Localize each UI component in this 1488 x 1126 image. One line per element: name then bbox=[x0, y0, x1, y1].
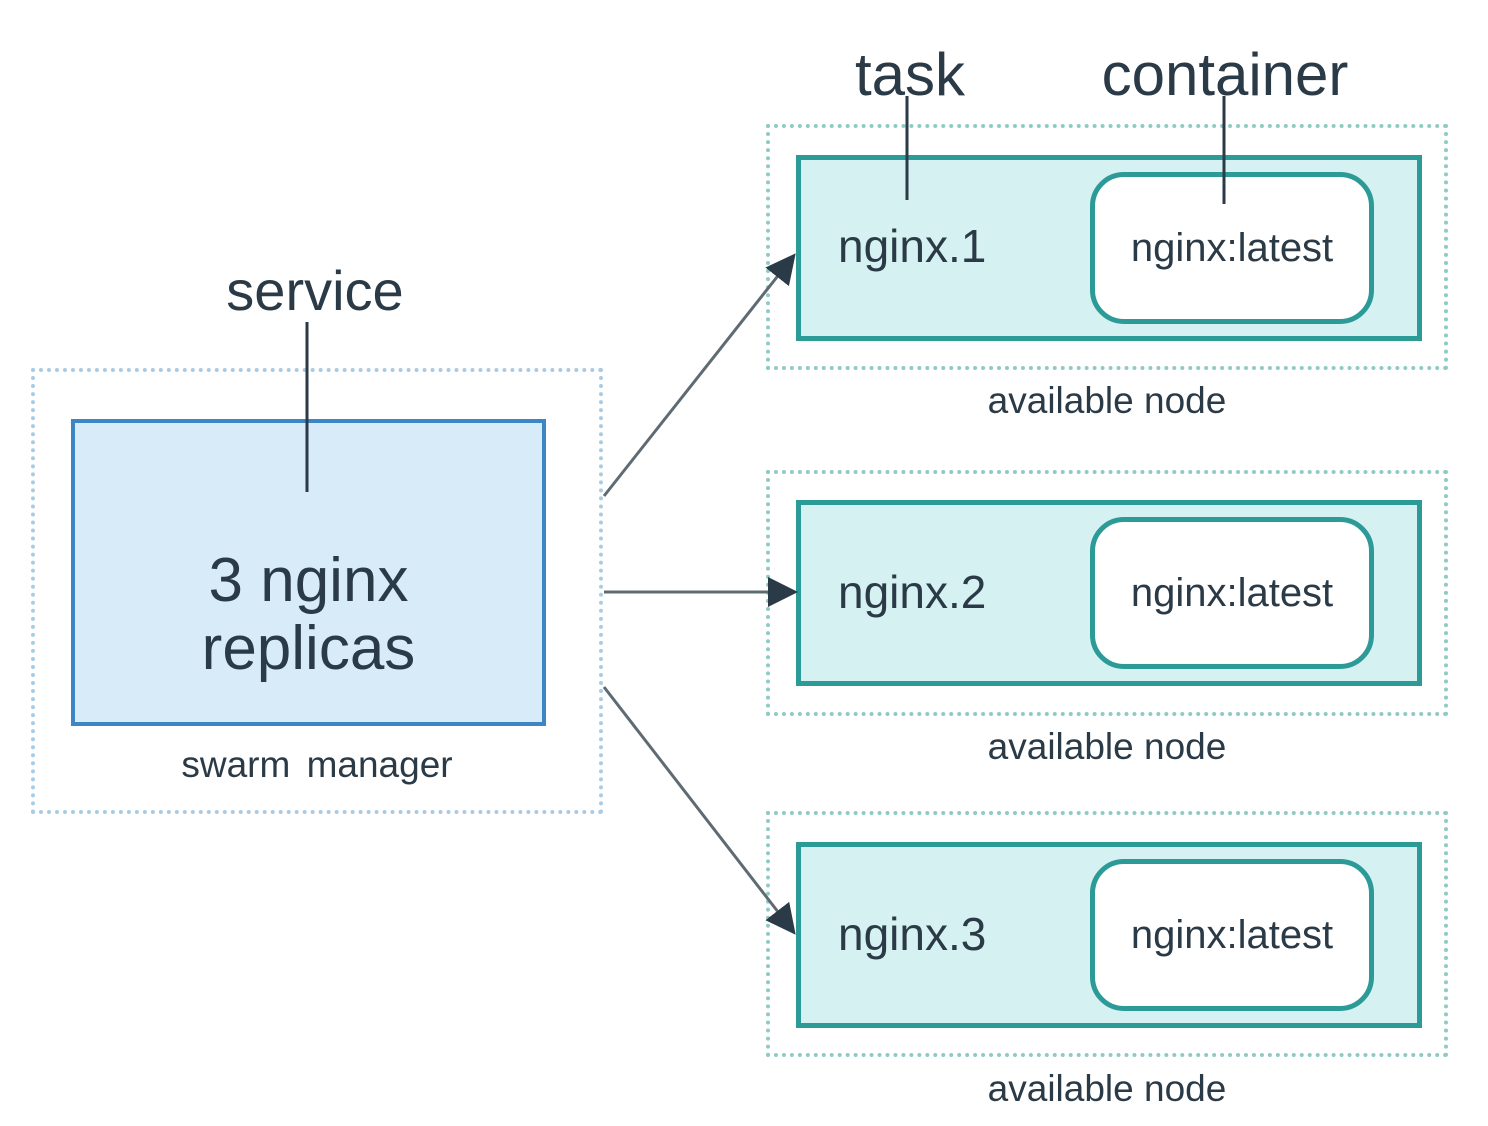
container-label-3: nginx:latest bbox=[1130, 912, 1334, 957]
container-box-2: nginx:latest bbox=[1090, 517, 1374, 669]
node-caption-3: available node bbox=[987, 1068, 1227, 1109]
service-label: service bbox=[226, 259, 404, 322]
service-line-2: replicas bbox=[201, 613, 416, 683]
arrow-to-node-3 bbox=[602, 686, 796, 935]
swarm-manager-label: swarm manager bbox=[181, 744, 453, 785]
service-replicas-text: 3 nginx replicas bbox=[201, 545, 416, 683]
container-label-1: nginx:latest bbox=[1130, 225, 1334, 270]
task-label-3: nginx.3 bbox=[838, 908, 987, 960]
task-label: task bbox=[854, 41, 966, 108]
task-label-2: nginx.2 bbox=[838, 566, 987, 618]
container-box-1: nginx:latest bbox=[1090, 172, 1374, 324]
node-caption-1: available node bbox=[987, 380, 1227, 421]
available-node-1 bbox=[766, 124, 1448, 370]
container-label-2: nginx:latest bbox=[1130, 570, 1334, 615]
node-caption-2: available node bbox=[987, 726, 1227, 767]
container-box-3: nginx:latest bbox=[1090, 859, 1374, 1011]
task-label-1: nginx.1 bbox=[838, 220, 987, 272]
swarm-manager-frame bbox=[31, 368, 603, 814]
service-line-1: 3 nginx bbox=[208, 545, 409, 615]
arrow-to-node-1 bbox=[602, 253, 796, 497]
